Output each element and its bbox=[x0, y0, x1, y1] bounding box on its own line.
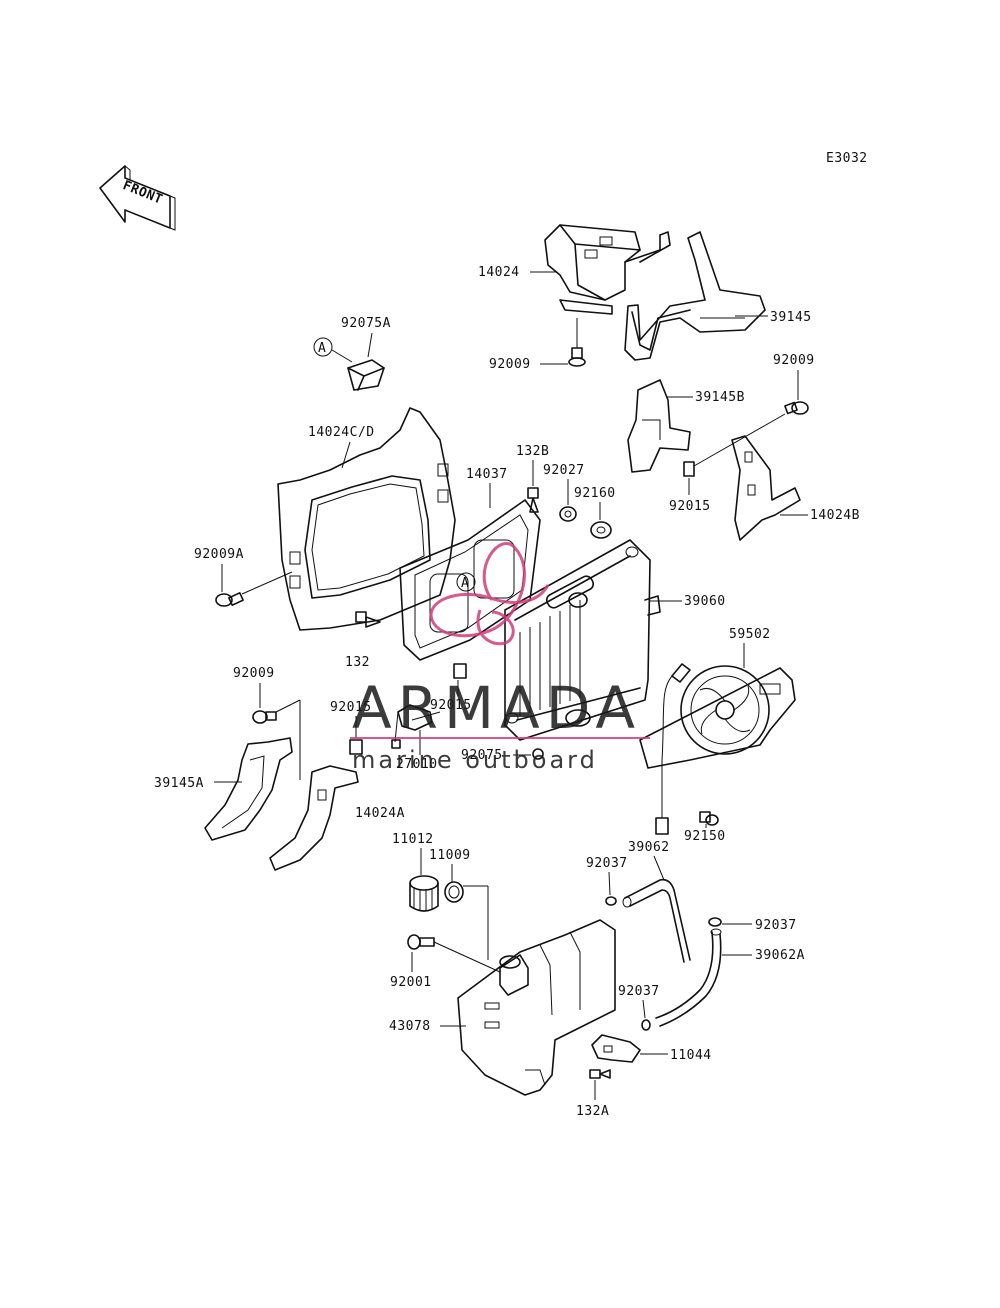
bolt-92009A[interactable] bbox=[215, 571, 293, 607]
hose-39062[interactable] bbox=[622, 878, 691, 963]
callout-a-icon-top: A bbox=[313, 337, 353, 363]
label-27010: 27010 bbox=[396, 757, 438, 772]
label-11044: 11044 bbox=[670, 1048, 712, 1063]
cover-39145B[interactable] bbox=[627, 379, 691, 473]
screw-132[interactable] bbox=[355, 611, 381, 628]
fan-59502[interactable] bbox=[639, 663, 796, 835]
shroud-14024CD[interactable] bbox=[277, 407, 456, 631]
label-59502: 59502 bbox=[729, 627, 771, 642]
clip-92015-right[interactable] bbox=[683, 413, 786, 477]
front-label: FRONT bbox=[121, 178, 165, 208]
label-14024CD: 14024C/D bbox=[308, 425, 375, 440]
label-92037-c: 92037 bbox=[618, 984, 660, 999]
screw-132A[interactable] bbox=[589, 1069, 611, 1079]
clamp-92037-b[interactable] bbox=[708, 917, 722, 927]
label-39145: 39145 bbox=[770, 310, 812, 325]
clip-92015-left[interactable] bbox=[349, 739, 363, 755]
gasket-11009[interactable] bbox=[444, 881, 489, 960]
tank-43078[interactable] bbox=[457, 919, 616, 1096]
label-92009-top: 92009 bbox=[489, 357, 531, 372]
screw-132B[interactable] bbox=[527, 487, 539, 513]
callout-a-icon-mid: A bbox=[456, 572, 476, 592]
bracket-14024A[interactable] bbox=[269, 765, 359, 871]
bolt-92001[interactable] bbox=[407, 934, 501, 973]
clip-92015-mid[interactable] bbox=[453, 663, 467, 679]
cap-11012[interactable] bbox=[409, 875, 439, 912]
label-14037: 14037 bbox=[466, 467, 508, 482]
bracket-11044[interactable] bbox=[591, 1034, 641, 1063]
label-92001: 92001 bbox=[390, 975, 432, 990]
label-132B: 132B bbox=[516, 444, 549, 459]
pad-92075A[interactable] bbox=[347, 359, 385, 391]
clamp-92037-c[interactable] bbox=[641, 1019, 651, 1031]
label-92009-left: 92009 bbox=[233, 666, 275, 681]
clamp-92037-a[interactable] bbox=[605, 896, 617, 906]
label-92009-right: 92009 bbox=[773, 353, 815, 368]
label-14024B: 14024B bbox=[810, 508, 860, 523]
bolt-92009-left[interactable] bbox=[252, 699, 301, 780]
label-92037-b: 92037 bbox=[755, 918, 797, 933]
label-39145A: 39145A bbox=[154, 776, 204, 791]
label-92015-mid: 92015 bbox=[430, 698, 472, 713]
label-132A: 132A bbox=[576, 1104, 609, 1119]
watermark: ARMADA marine outboard bbox=[350, 542, 650, 774]
label-92027: 92027 bbox=[543, 463, 585, 478]
label-92075A: 92075A bbox=[341, 316, 391, 331]
label-92150: 92150 bbox=[684, 829, 726, 844]
label-39060: 39060 bbox=[684, 594, 726, 609]
hose-39062A[interactable] bbox=[655, 928, 722, 1027]
svg-text:A: A bbox=[318, 341, 326, 356]
label-92015-right: 92015 bbox=[669, 499, 711, 514]
svg-text:A: A bbox=[461, 576, 469, 591]
bracket-14024[interactable] bbox=[544, 224, 671, 315]
label-92015-left: 92015 bbox=[330, 700, 372, 715]
label-92009A: 92009A bbox=[194, 547, 244, 562]
label-11009: 11009 bbox=[429, 848, 471, 863]
front-arrow-icon: FRONT bbox=[99, 165, 176, 231]
label-39062A: 39062A bbox=[755, 948, 805, 963]
label-132: 132 bbox=[345, 655, 370, 670]
cover-39145A[interactable] bbox=[204, 737, 293, 841]
pad-92075[interactable] bbox=[532, 748, 544, 760]
label-43078: 43078 bbox=[389, 1019, 431, 1034]
label-14024: 14024 bbox=[478, 265, 520, 280]
watermark-logo-icon bbox=[429, 542, 550, 646]
label-39062: 39062 bbox=[628, 840, 670, 855]
label-14024A: 14024A bbox=[355, 806, 405, 821]
bolt-92150[interactable] bbox=[699, 811, 719, 826]
grommet-92027[interactable] bbox=[559, 506, 577, 522]
label-92160: 92160 bbox=[574, 486, 616, 501]
label-11012: 11012 bbox=[392, 832, 434, 847]
radiator-39060[interactable] bbox=[504, 539, 661, 741]
bolt-92009-right[interactable] bbox=[784, 370, 809, 415]
watermark-tagline: marine outboard bbox=[352, 746, 598, 774]
grommet-92160[interactable] bbox=[590, 521, 612, 539]
watermark-brand: ARMADA bbox=[352, 674, 641, 742]
label-92075: 92075 bbox=[461, 748, 503, 763]
bracket-14024B[interactable] bbox=[731, 435, 801, 541]
diagram-code: E3032 bbox=[826, 151, 868, 166]
duct-39145[interactable] bbox=[624, 231, 766, 361]
label-92037-a: 92037 bbox=[586, 856, 628, 871]
bolt-92009-top[interactable] bbox=[568, 318, 586, 367]
label-39145B: 39145B bbox=[695, 390, 745, 405]
